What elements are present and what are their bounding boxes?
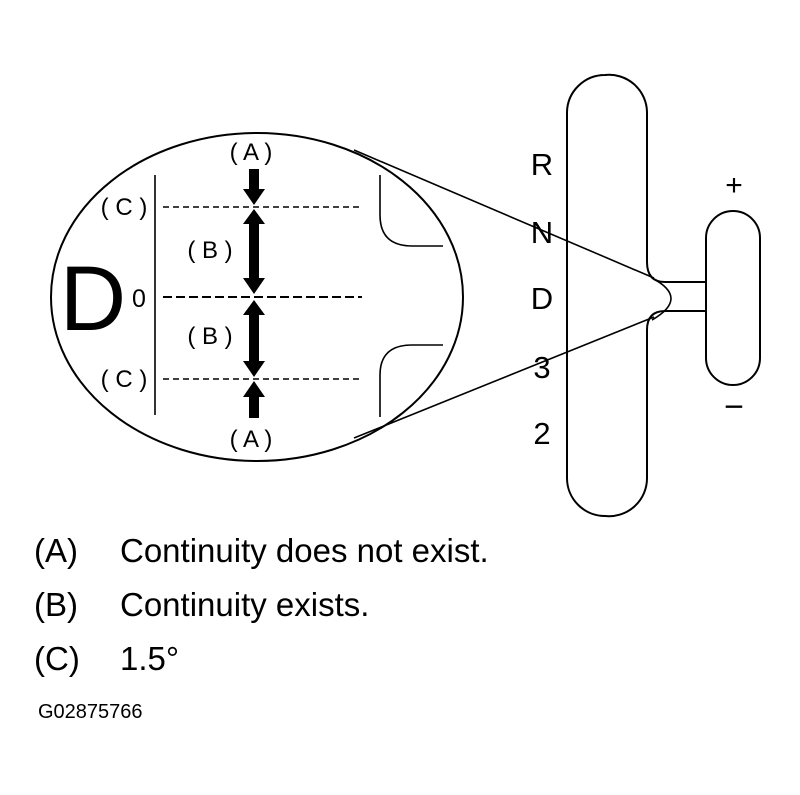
position-2: 2 (533, 416, 550, 451)
figure-id: G02875766 (38, 701, 143, 723)
arrow-b-lower-shaft (249, 313, 259, 363)
position-r: R (531, 147, 553, 182)
label-c-top: ( C ) (101, 194, 148, 221)
switch-continuity-diagram: R N D 3 2 + − D 0 ( A ) ( C ) ( B ) ( B … (50, 73, 761, 518)
detail-position-letter: D (60, 248, 126, 350)
legend-key-a: (A) (34, 532, 78, 569)
detent-profile-bottom (379, 344, 443, 417)
legend-key-c: (C) (34, 640, 80, 677)
detail-magnifier (50, 132, 464, 462)
legend-row-a: (A) Continuity does not exist. (34, 524, 489, 578)
legend-key-b: (B) (34, 586, 78, 623)
arrow-a-top-head (243, 189, 265, 205)
label-b-top: ( B ) (187, 237, 232, 264)
arrow-a-top-shaft (249, 169, 259, 191)
callout-line-top (353, 149, 655, 279)
neutral-start-switch (680, 210, 761, 386)
label-b-bottom: ( B ) (187, 323, 232, 350)
callout-line-bottom (353, 316, 655, 439)
positive-terminal-mark: + (725, 169, 743, 202)
label-c-bottom: ( C ) (101, 366, 148, 393)
legend-text-c: 1.5° (120, 640, 180, 677)
position-d: D (531, 281, 553, 316)
legend: (A) Continuity does not exist. (B) Conti… (34, 524, 489, 686)
label-a-top: ( A ) (230, 139, 273, 166)
legend-row-b: (B) Continuity exists. (34, 578, 489, 632)
shift-selector-body (566, 73, 707, 518)
arrow-b-upper-shaft (249, 222, 259, 280)
legend-text-b: Continuity exists. (120, 586, 370, 623)
arrow-b-lower-head-down (243, 361, 265, 377)
arrow-b-upper-head-up (243, 209, 265, 224)
arrow-b-lower-head-up (243, 300, 265, 315)
detail-zero-mark: 0 (132, 285, 146, 313)
legend-text-a: Continuity does not exist. (120, 532, 489, 569)
arrow-a-bottom-head (243, 381, 265, 397)
detent-profile-top (379, 175, 443, 247)
arrow-b-upper-head-down (243, 278, 265, 294)
legend-row-c: (C) 1.5° (34, 632, 489, 686)
position-n: N (531, 215, 553, 250)
callout-link (651, 277, 672, 321)
arrow-a-bottom-shaft (249, 395, 259, 418)
negative-terminal-mark: − (724, 388, 744, 426)
label-a-bottom: ( A ) (230, 426, 273, 453)
position-3: 3 (533, 350, 550, 385)
